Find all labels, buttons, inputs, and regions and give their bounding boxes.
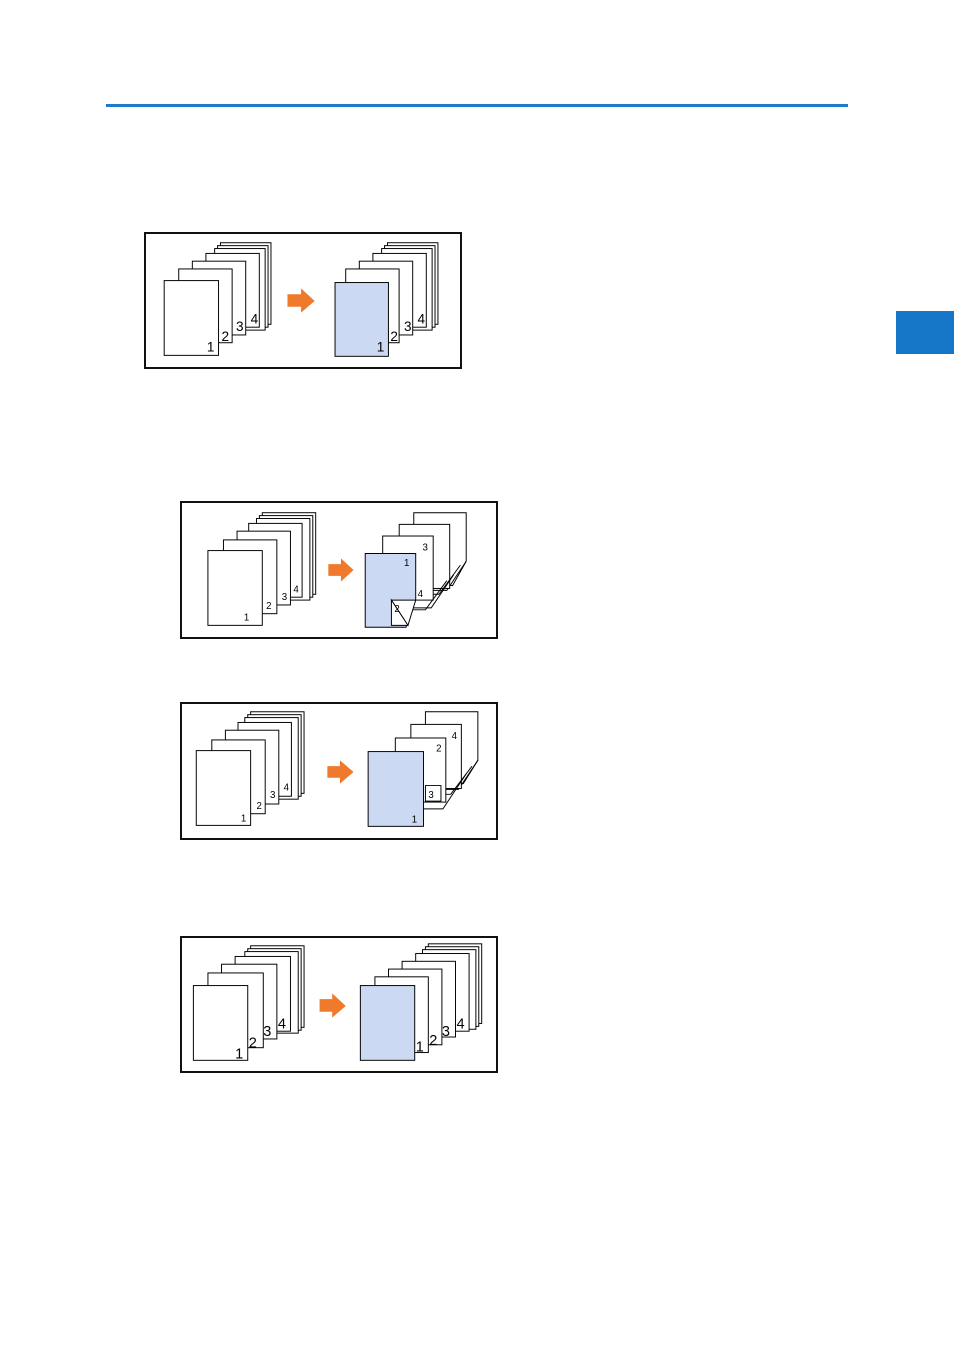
cover-duplex-open-left-diagram: 4 3 2 1 4 2 3 1 — [182, 704, 496, 838]
result-page-label: 3 — [423, 543, 428, 554]
arrow-icon — [320, 993, 346, 1017]
result-booklet: 3 1 4 2 — [365, 513, 466, 628]
figure-cover-duplex-open-right: 4 3 2 1 3 1 4 2 — [180, 501, 498, 639]
page-sheet — [208, 551, 262, 626]
source-page-label: 3 — [263, 1024, 271, 1040]
source-stack: 4 3 2 1 — [208, 513, 316, 626]
source-page-label: 4 — [251, 311, 259, 326]
source-page-label: 4 — [278, 1016, 286, 1032]
source-page-label: 3 — [270, 790, 275, 801]
figure-front-cover-blank: 4 3 2 1 4 3 2 1 — [180, 936, 498, 1073]
result-page-label: 4 — [452, 731, 458, 742]
result-page-label: 3 — [442, 1024, 450, 1040]
source-stack: 4 3 2 1 — [196, 712, 304, 826]
source-page-label: 3 — [282, 592, 287, 603]
source-page-label: 3 — [236, 319, 244, 334]
arrow-icon — [327, 760, 353, 783]
result-page-label: 2 — [394, 604, 399, 615]
header-rule — [106, 104, 848, 107]
result-page-label: 3 — [404, 319, 412, 334]
result-page-label: 4 — [456, 1016, 464, 1032]
figure-cover-duplex-open-left: 4 3 2 1 4 2 3 1 — [180, 702, 498, 840]
result-page-label: 4 — [418, 311, 426, 326]
result-page-label: 1 — [377, 339, 385, 354]
result-page-label: 1 — [412, 814, 417, 825]
result-page-label: 2 — [429, 1033, 437, 1049]
cover-duplex-open-right-diagram: 4 3 2 1 3 1 4 2 — [182, 503, 496, 637]
source-page-label: 2 — [256, 801, 261, 812]
source-page-label: 2 — [249, 1036, 257, 1052]
figure-front-cover-copy: 4 3 2 1 4 3 2 1 — [144, 232, 462, 369]
front-cover-blank-diagram: 4 3 2 1 4 3 2 1 — [182, 938, 496, 1071]
source-page-label: 2 — [266, 601, 271, 612]
source-page-label: 1 — [244, 612, 249, 623]
result-page-label: 2 — [390, 329, 398, 344]
arrow-icon — [328, 558, 353, 581]
result-page-label: 2 — [436, 744, 441, 755]
arrow-icon — [287, 288, 314, 312]
cover-sheet — [360, 986, 414, 1061]
result-stack: 4 3 2 1 — [360, 944, 481, 1060]
source-page-label: 1 — [207, 339, 215, 354]
source-stack: 4 3 2 1 — [193, 946, 304, 1063]
source-page-label: 1 — [241, 813, 246, 824]
front-cover-copy-diagram: 4 3 2 1 4 3 2 1 — [146, 234, 460, 367]
result-page-label: 4 — [418, 589, 424, 600]
source-page-label: 1 — [235, 1046, 243, 1062]
result-stack: 4 3 2 1 — [335, 243, 438, 357]
result-page-label: 1 — [404, 558, 409, 569]
source-page-label: 4 — [284, 782, 290, 793]
source-page-label: 2 — [221, 329, 229, 344]
source-stack: 4 3 2 1 — [164, 243, 271, 356]
result-page-label: 3 — [428, 790, 433, 801]
result-page-label: 1 — [416, 1040, 424, 1056]
result-booklet: 4 2 3 1 — [368, 712, 478, 827]
chapter-tab — [896, 311, 954, 354]
source-page-label: 4 — [293, 584, 299, 595]
